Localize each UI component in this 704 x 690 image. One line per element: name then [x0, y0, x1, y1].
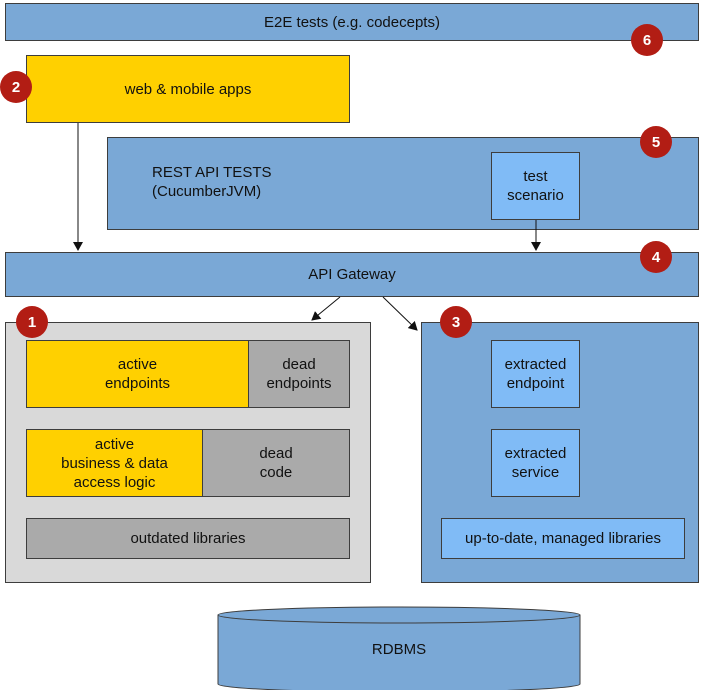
outdated-libraries-box: outdated libraries — [26, 518, 350, 559]
badge-e2e: 6 — [631, 24, 663, 56]
badge-rest-tests: 5 — [640, 126, 672, 158]
extracted-endpoint-label: extracted endpoint — [504, 356, 567, 392]
extracted-endpoint-box: extracted endpoint — [491, 340, 580, 408]
rest-api-tests-box — [107, 137, 699, 230]
api-gateway-label: API Gateway — [308, 266, 396, 283]
web-mobile-apps-label: web & mobile apps — [124, 80, 252, 98]
web-mobile-apps-box: web & mobile apps — [26, 55, 350, 123]
dead-code-box: dead code — [202, 429, 350, 497]
managed-libraries-box: up-to-date, managed libraries — [441, 518, 685, 559]
badge-monolith: 1 — [16, 306, 48, 338]
badge-apps: 2 — [0, 71, 32, 103]
active-logic-label: active business & data access logic — [61, 435, 168, 491]
test-scenario-box: test scenario — [491, 152, 580, 220]
managed-libraries-label: up-to-date, managed libraries — [465, 530, 661, 547]
test-scenario-label: test scenario — [507, 168, 564, 204]
badge-gateway: 4 — [640, 241, 672, 273]
api-gateway-box: API Gateway — [5, 252, 699, 297]
gateway-to-microservice-arrow — [382, 296, 418, 331]
extracted-service-label: extracted service — [504, 445, 567, 481]
dead-endpoints-label: dead endpoints — [266, 356, 332, 392]
active-endpoints-box: active endpoints — [26, 340, 249, 408]
active-logic-box: active business & data access logic — [26, 429, 203, 497]
extracted-service-box: extracted service — [491, 429, 580, 497]
e2e-tests-box: E2E tests (e.g. codecepts) — [5, 3, 699, 41]
gateway-to-monolith-arrow — [311, 296, 341, 321]
active-endpoints-label: active endpoints — [104, 356, 171, 392]
e2e-tests-label: E2E tests (e.g. codecepts) — [264, 13, 440, 31]
dead-code-label: dead code — [259, 445, 293, 481]
outdated-libraries-label: outdated libraries — [130, 530, 246, 547]
rdbms-label: RDBMS — [371, 641, 427, 658]
badge-microservice: 3 — [440, 306, 472, 338]
rest-api-tests-label: REST API TESTS (CucumberJVM) — [152, 164, 272, 200]
dead-endpoints-box: dead endpoints — [248, 340, 350, 408]
